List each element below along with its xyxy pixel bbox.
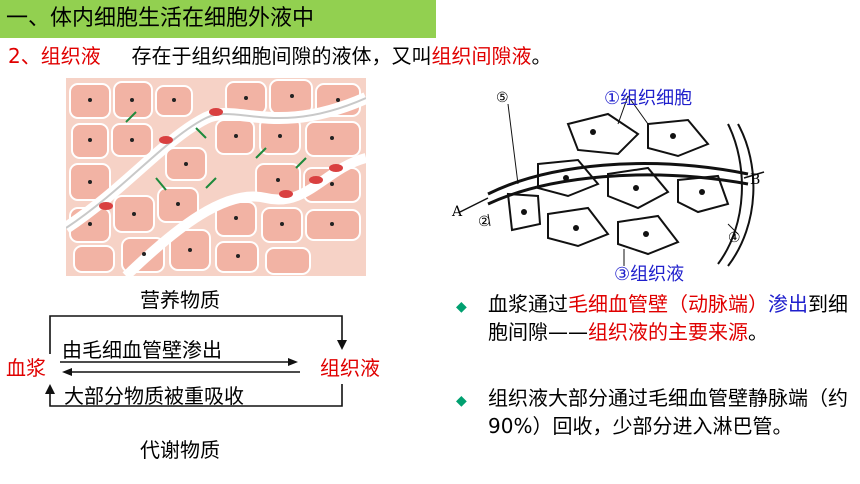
exudation-label: 由毛细血管壁渗出 <box>62 338 222 362</box>
exchange-cycle-arrows <box>45 315 347 407</box>
label-n2: ② <box>478 214 491 230</box>
subtitle-end: 。 <box>531 44 552 68</box>
subtitle-text: 存在于组织细胞间隙的液体，又叫 <box>131 44 432 68</box>
blood-plasma-label: 血浆 <box>6 356 46 380</box>
label-interstitial-fluid: ③组织液 <box>614 264 685 285</box>
tissue-fluid-label: 组织液 <box>320 356 380 380</box>
label-a: A <box>452 204 463 220</box>
bullet2-text: 组织液大部分通过毛细血管壁静脉端（约90%）回收，少部分进入淋巴管。 <box>488 386 848 438</box>
reabsorption-label: 大部分物质被重吸收 <box>64 384 244 408</box>
label-n5: ⑤ <box>496 90 509 106</box>
bullet-tissue-return: ◆ 组织液大部分通过毛细血管壁静脉端（约90%）回收，少部分进入淋巴管。 <box>456 384 848 440</box>
label-tissue-cells: ①组织细胞 <box>604 88 693 109</box>
section-title: 一、体内细胞生活在细胞外液中 <box>6 6 315 31</box>
bullet1-part3: 渗出 <box>768 292 808 316</box>
metabolites-label: 代谢物质 <box>140 438 220 462</box>
bullet1-part1: 血浆通过 <box>488 292 568 316</box>
bullet-diamond-icon: ◆ <box>456 299 467 315</box>
bullet1-part4: 到细胞间隙—— <box>488 292 848 344</box>
tissue-illustration <box>66 78 366 276</box>
bullet1-part5: 组织液的主要来源 <box>588 320 748 344</box>
bullet-plasma-source: ◆ 血浆通过毛细血管壁（动脉端）渗出到细胞间隙——组织液的主要来源。 <box>456 290 848 346</box>
bullet1-part6: 。 <box>748 320 768 344</box>
subtitle: 2、组织液 存在于组织细胞间隙的液体，又叫组织间隙液。 <box>8 42 551 70</box>
subtitle-highlight: 组织间隙液 <box>431 44 532 68</box>
subtitle-number: 2、组织液 <box>8 44 101 68</box>
label-n4: ④ <box>728 230 741 246</box>
bullet1-part2: 毛细血管壁（动脉端） <box>568 292 768 316</box>
label-b: B <box>750 172 761 188</box>
section-banner: 一、体内细胞生活在细胞外液中 <box>0 0 436 38</box>
bullet-diamond-icon: ◆ <box>456 393 467 409</box>
capillary-diagram <box>459 95 765 267</box>
nutrients-label: 营养物质 <box>140 288 220 312</box>
